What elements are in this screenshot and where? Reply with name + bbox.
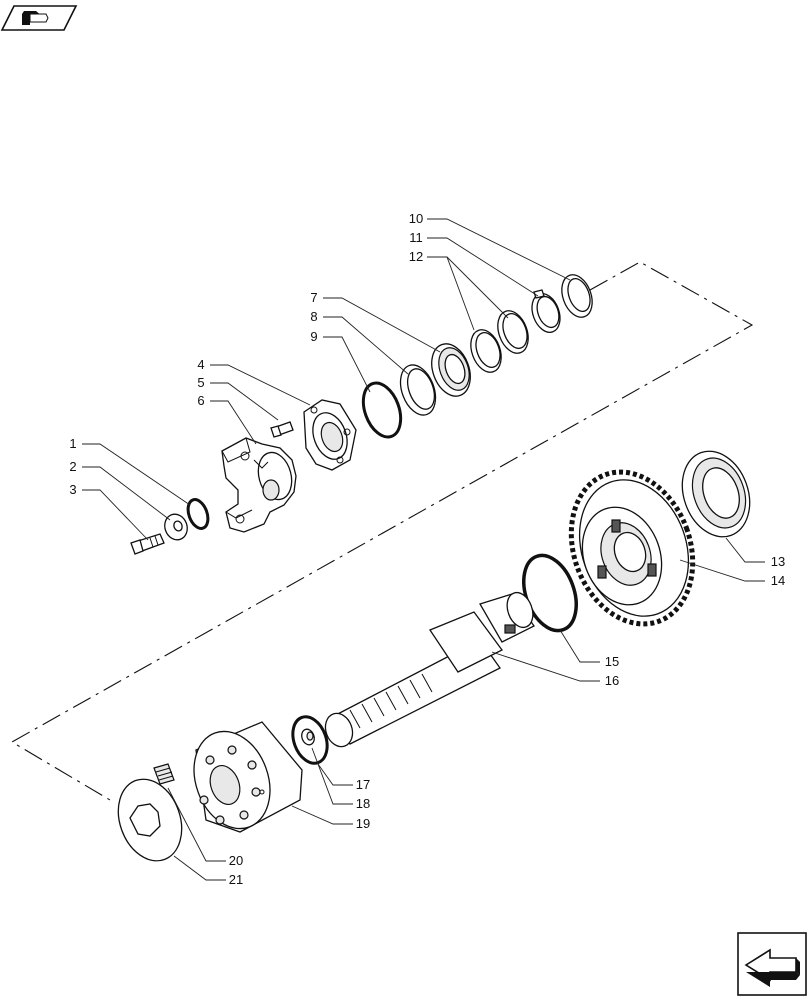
part-flange-4 bbox=[303, 399, 357, 471]
part-yoke-6 bbox=[221, 437, 297, 533]
callout-3: 3 bbox=[69, 482, 76, 497]
leader-lines bbox=[82, 218, 765, 881]
callout-1: 1 bbox=[69, 436, 76, 451]
callout-13: 13 bbox=[771, 554, 785, 569]
part-oring-18 bbox=[291, 715, 329, 765]
part-snap-ring-11 bbox=[531, 289, 561, 333]
callout-12: 12 bbox=[409, 249, 423, 264]
callout-21: 21 bbox=[229, 872, 243, 887]
callout-7: 7 bbox=[310, 290, 317, 305]
callout-4: 4 bbox=[197, 357, 204, 372]
part-hub-19 bbox=[193, 721, 303, 833]
part-bolt-3 bbox=[130, 533, 165, 555]
part-plug-17 bbox=[301, 728, 315, 746]
callout-8: 8 bbox=[310, 309, 317, 324]
callout-18: 18 bbox=[356, 796, 370, 811]
arrow-book-icon[interactable] bbox=[0, 5, 78, 31]
part-shaft-16 bbox=[324, 591, 535, 748]
part-disc-21 bbox=[117, 778, 183, 862]
part-bolt-5 bbox=[270, 421, 294, 438]
previous-page-arrow-icon[interactable] bbox=[737, 932, 807, 996]
callout-20: 20 bbox=[229, 853, 243, 868]
callout-16: 16 bbox=[605, 673, 619, 688]
callout-15: 15 bbox=[605, 654, 619, 669]
part-ring-10 bbox=[561, 274, 593, 318]
part-oring-1 bbox=[186, 498, 210, 530]
callout-19: 19 bbox=[356, 816, 370, 831]
part-oring-9 bbox=[361, 381, 403, 439]
part-bearing-7 bbox=[431, 343, 471, 397]
part-bearing-13 bbox=[681, 450, 751, 538]
callout-10: 10 bbox=[409, 211, 423, 226]
part-gear-14 bbox=[568, 469, 696, 627]
callout-5: 5 bbox=[197, 375, 204, 390]
callout-9: 9 bbox=[310, 329, 317, 344]
part-washer-2 bbox=[164, 513, 188, 541]
part-ring-8 bbox=[399, 364, 437, 416]
callout-11: 11 bbox=[409, 230, 423, 245]
callout-17: 17 bbox=[356, 777, 370, 792]
callout-2: 2 bbox=[69, 459, 76, 474]
callout-6: 6 bbox=[197, 393, 204, 408]
callouts: 1 2 3 4 5 6 7 8 9 10 11 12 13 14 15 16 1… bbox=[69, 211, 785, 887]
callout-14: 14 bbox=[771, 573, 785, 588]
assembly-boundary bbox=[10, 261, 754, 801]
part-spring-20 bbox=[153, 763, 175, 785]
part-rings-12 bbox=[470, 310, 529, 373]
